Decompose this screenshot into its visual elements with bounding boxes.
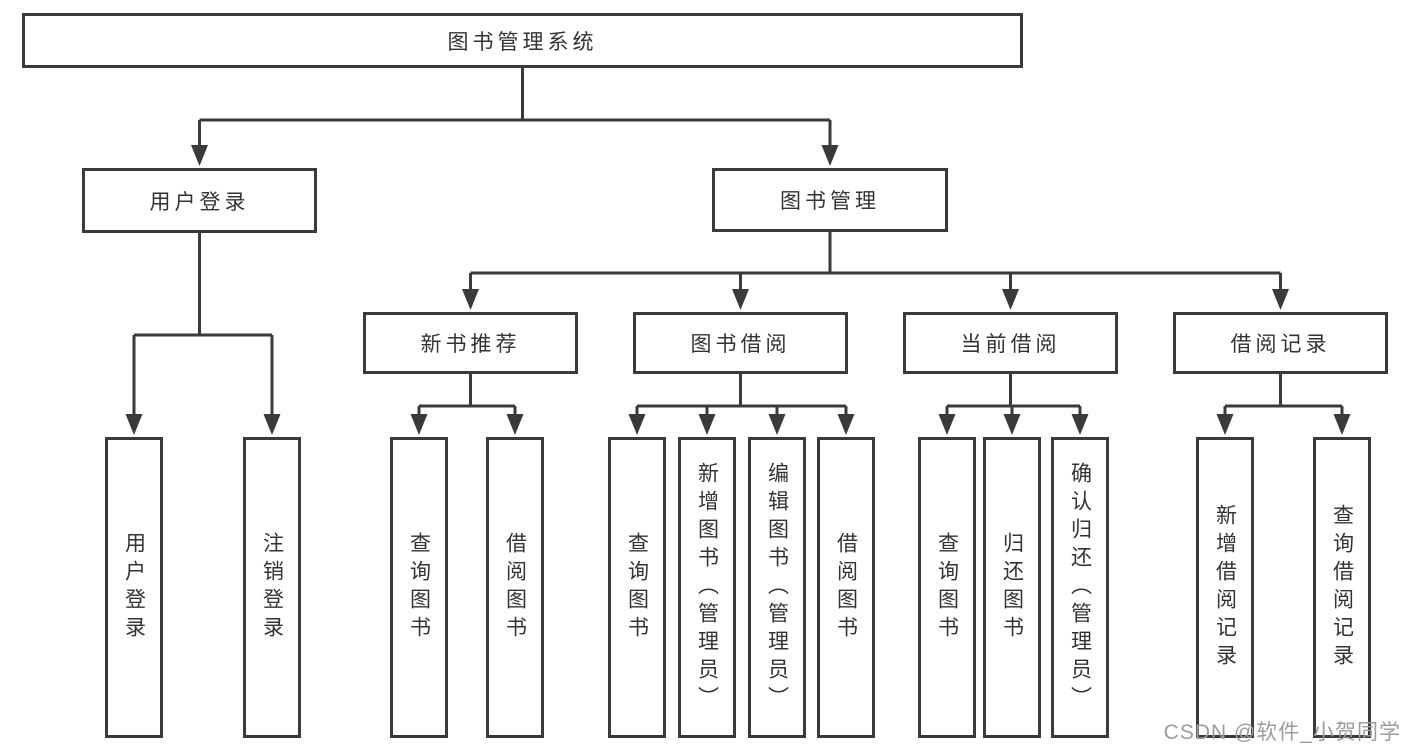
node-current-borrowing: 当前借阅 [903, 312, 1118, 374]
node-user-login: 用户登录 [82, 168, 317, 233]
node-library-management-system: 图书管理系统 [22, 13, 1023, 68]
leaf-confirm-return-admin: 确认归还（管理员） [1051, 437, 1109, 738]
node-book-borrowing: 图书借阅 [633, 312, 848, 374]
leaf-borrow-books-recommend: 借阅图书 [486, 437, 544, 738]
leaf-add-borrow-record: 新增借阅记录 [1196, 437, 1254, 738]
node-new-book-recommend: 新书推荐 [363, 312, 578, 374]
node-borrowing-records: 借阅记录 [1173, 312, 1388, 374]
leaf-query-books-recommend: 查询图书 [390, 437, 448, 738]
leaf-query-books-current: 查询图书 [918, 437, 976, 738]
leaf-query-borrow-record: 查询借阅记录 [1313, 437, 1371, 738]
leaf-user-login: 用户登录 [105, 437, 163, 738]
leaf-edit-book-admin: 编辑图书（管理员） [748, 437, 806, 738]
node-book-management: 图书管理 [712, 168, 948, 232]
leaf-add-book-admin: 新增图书（管理员） [678, 437, 736, 738]
leaf-query-books-borrowing: 查询图书 [608, 437, 666, 738]
csdn-watermark: CSDN @软件_小贺同学 [1163, 721, 1401, 744]
leaf-return-books: 归还图书 [983, 437, 1041, 738]
leaf-logout: 注销登录 [243, 437, 301, 738]
leaf-borrow-books: 借阅图书 [817, 437, 875, 738]
